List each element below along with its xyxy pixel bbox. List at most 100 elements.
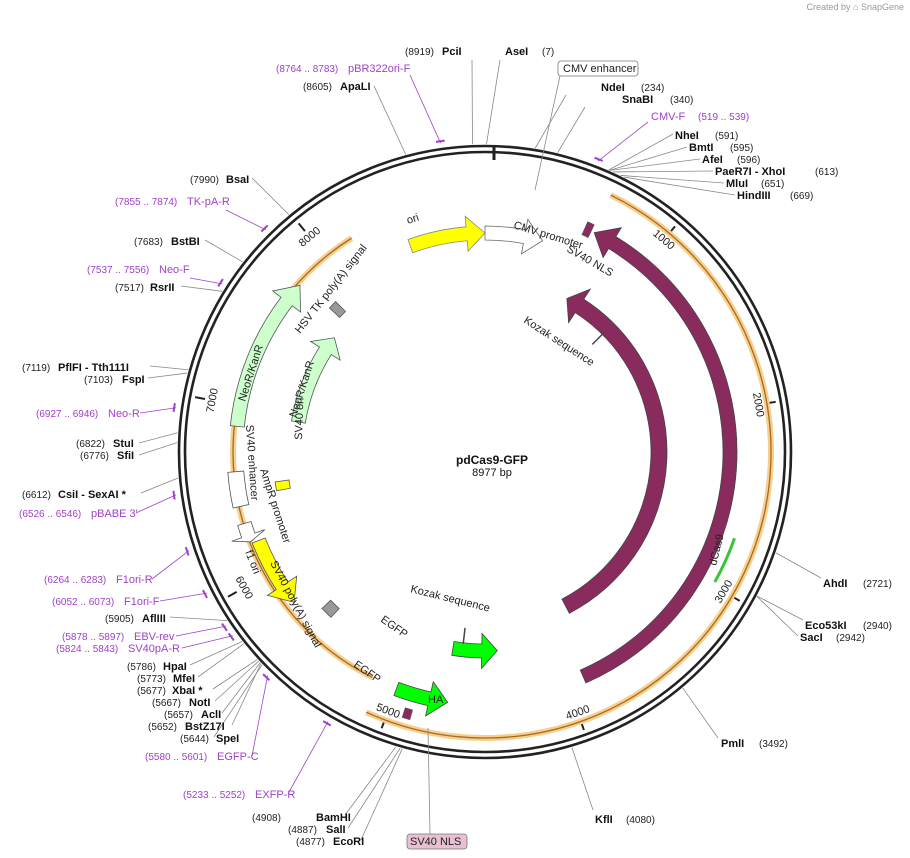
site-leader (608, 133, 674, 171)
primer-name: TK-pA-R (187, 196, 230, 208)
site-name: XbaI * (172, 685, 203, 697)
ori-arrow (407, 215, 486, 254)
primer-pos: (6264 .. 6283) (44, 575, 106, 586)
neo-arrow-1 (229, 284, 301, 428)
site-pos: (5644) (180, 734, 209, 745)
primer-mark (435, 139, 445, 143)
sv40-ori-label: SV40 ori (293, 398, 306, 441)
svg-text:CMV enhancer: CMV enhancer (563, 63, 637, 75)
cmv-enhancer-leader (534, 75, 561, 191)
primer-mark (262, 673, 271, 681)
site-name: KflI (595, 814, 613, 826)
site-leader (344, 746, 397, 816)
site-name: AflIII (142, 613, 166, 625)
site-name: BmtI (689, 142, 713, 154)
site-leader (138, 432, 178, 444)
orf-arc (365, 192, 775, 742)
sv40-enhancer-block (227, 470, 250, 509)
tick-mark (227, 590, 238, 598)
site-leader (613, 170, 714, 173)
site-pos: (7990) (190, 175, 219, 186)
site-name: SpeI (216, 733, 239, 745)
site-pos: (3492) (759, 739, 788, 750)
primer-leader (597, 121, 649, 162)
site-name: PaeR7I - XhoI (715, 166, 785, 178)
primer-mark (227, 632, 235, 642)
site-leader (147, 372, 188, 379)
orf-green (713, 537, 736, 583)
tick-label: 8000 (297, 225, 324, 250)
site-name: SnaBI (622, 94, 653, 106)
site-pos: (4908) (252, 813, 281, 824)
site-leader (609, 146, 688, 171)
primer-leader (251, 675, 268, 757)
sv40-ori-block (274, 479, 291, 492)
primer-pos: (5233 .. 5252) (183, 790, 245, 801)
site-name: StuI (113, 438, 134, 450)
cas9-label: Cas9 (674, 517, 692, 545)
site-name: BstZ17I (185, 721, 225, 733)
site-pos: (8919) (405, 47, 434, 58)
site-pos: (2942) (836, 633, 865, 644)
site-pos: (595) (730, 143, 753, 154)
primer-leader (135, 494, 177, 514)
primer-mark (322, 720, 332, 727)
site-pos: (7) (542, 47, 554, 58)
site-name: AseI (505, 46, 528, 58)
primers: (8764 .. 8783) pBR322ori-F CMV-F (519 ..… (19, 63, 749, 801)
primer-pos: (519 .. 539) (698, 112, 749, 123)
kozak-top-label: Kozak sequence (521, 314, 596, 368)
site-leader (169, 616, 228, 622)
sv40-enhancer-label: SV40 enhancer (243, 424, 260, 501)
backbone-inner (183, 150, 787, 754)
site-leader (486, 59, 501, 145)
site-name: MfeI (173, 673, 195, 685)
site-pos: (234) (641, 83, 664, 94)
site-pos: (5773) (137, 674, 166, 685)
sv40-nls-leader (427, 727, 431, 835)
site-pos: (6612) (22, 490, 51, 501)
restriction-sites: (8919) PciI AseI (7) NdeI (234) SnaBI (3… (22, 46, 892, 848)
site-pos: (7517) (115, 283, 144, 294)
site-name: ApaLI (340, 81, 371, 93)
cmv-enhancer-label: CMV enhancer (557, 60, 639, 77)
site-pos: (7103) (84, 375, 113, 386)
site-pos: (669) (790, 191, 813, 202)
site-name: SacI (800, 632, 823, 644)
primer-pos: (6927 .. 6946) (36, 409, 98, 420)
site-leader (620, 175, 725, 184)
sv40-nls-bottom-label: SV40 NLS (406, 833, 468, 850)
site-leader (251, 177, 290, 215)
primer-mark (217, 278, 224, 288)
site-leader (180, 285, 223, 292)
dcas9-arrow (579, 227, 738, 684)
tick-label: 7000 (205, 387, 221, 413)
kozak-marker (462, 627, 466, 644)
site-leader (140, 477, 179, 494)
site-name: NheI (675, 130, 699, 142)
site-name: AclI (201, 709, 221, 721)
primer-leader (189, 277, 223, 285)
site-name: FspI (122, 374, 145, 386)
kozak-bottom-label: Kozak sequence (409, 583, 491, 614)
site-pos: (5667) (152, 698, 181, 709)
site-name: BstBI (171, 236, 200, 248)
primer-mark (202, 589, 208, 599)
primer-leader (225, 209, 267, 231)
site-pos: (340) (670, 95, 693, 106)
primer-name: F1ori-R (116, 574, 153, 586)
primer-leader (175, 625, 227, 637)
primer-leader (159, 592, 207, 602)
primer-mark (594, 156, 604, 162)
site-pos: (4887) (288, 825, 317, 836)
primer-leader (181, 635, 233, 649)
site-pos: (7119) (22, 363, 50, 374)
neo-arrow-2 (291, 337, 341, 424)
site-name: PmlI (721, 738, 744, 750)
site-pos: (5905) (105, 614, 134, 625)
kozak-marker (591, 332, 605, 345)
tick-mark (297, 222, 306, 232)
site-pos: (2721) (863, 579, 892, 590)
site-pos: (5786) (127, 662, 156, 673)
sv40-polya-label: SV40 poly(A) signal (267, 559, 323, 650)
